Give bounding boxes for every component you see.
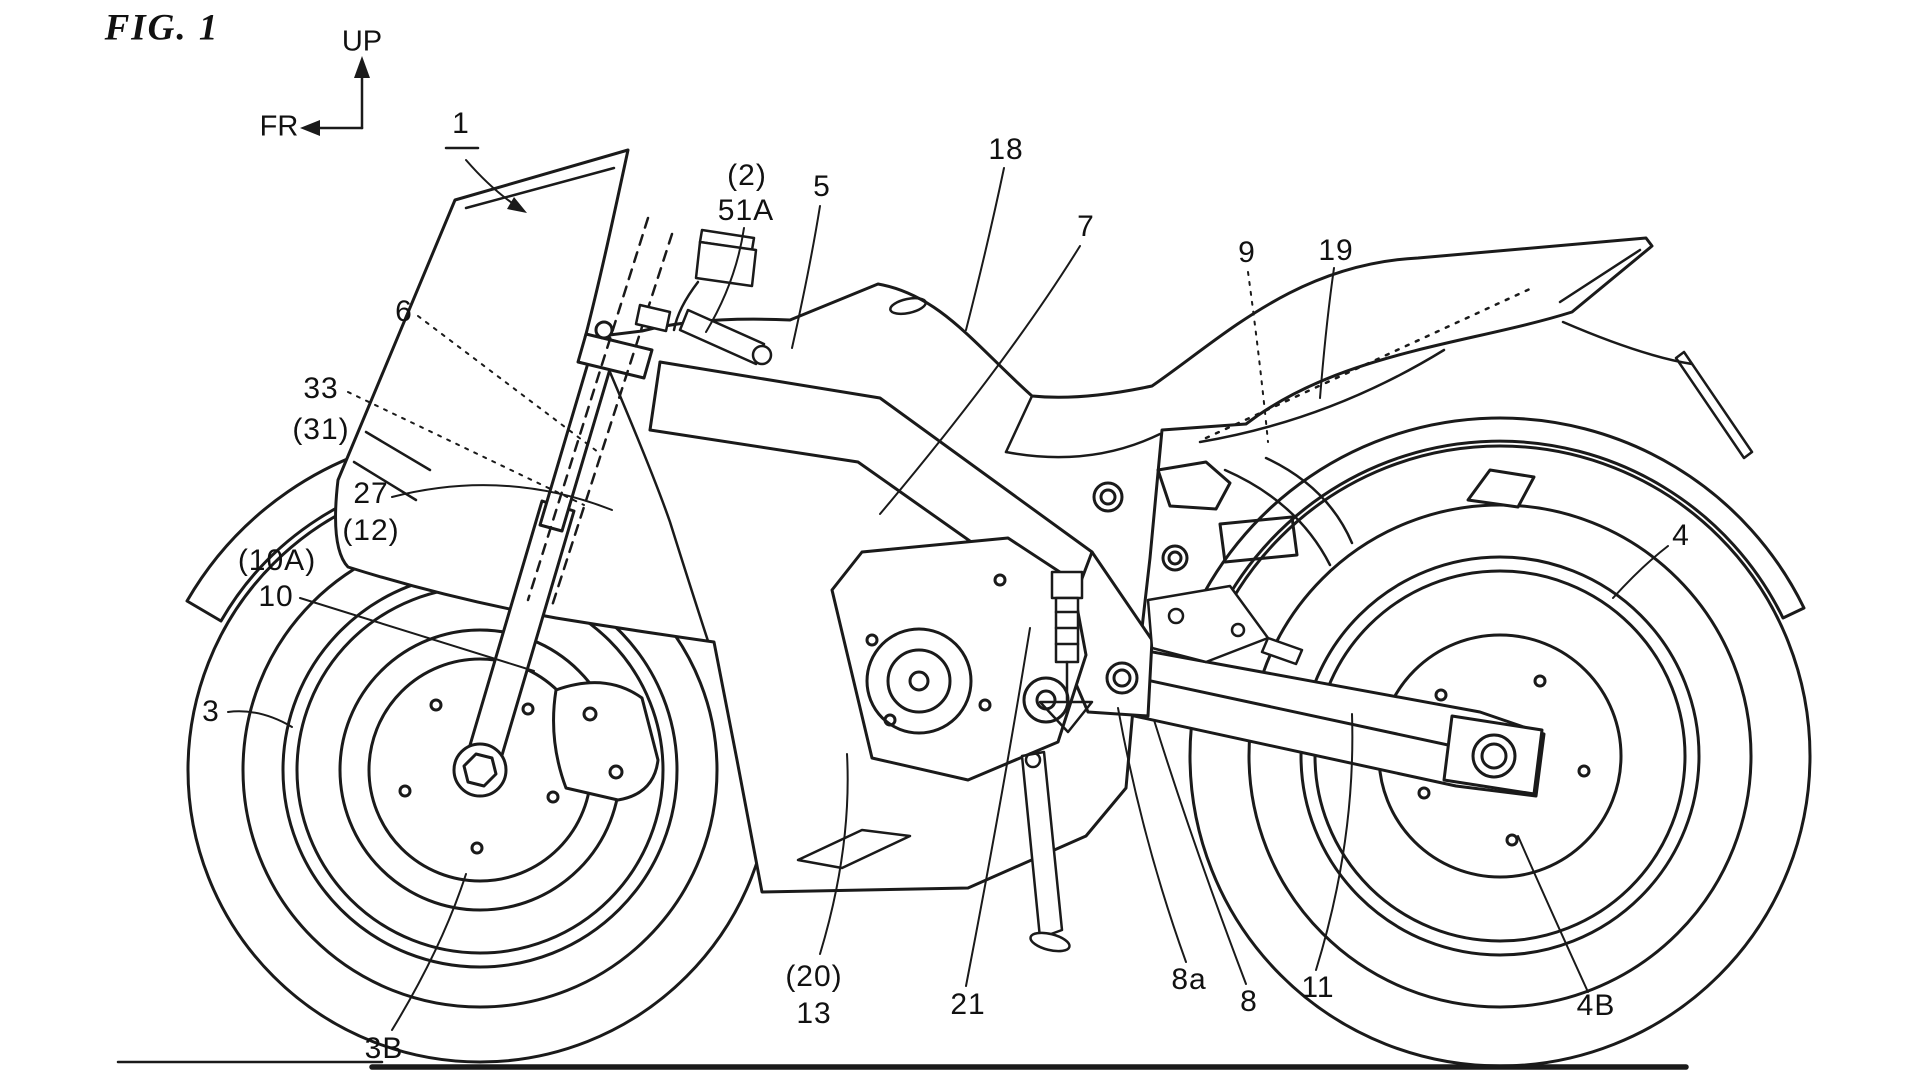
rear-axle [1471, 733, 1517, 779]
fork-top-cap [594, 320, 614, 340]
leader-4 [1612, 545, 1669, 599]
up-arrow-icon [354, 56, 370, 78]
leader-1-arrowhead [507, 197, 527, 213]
leader-13 [819, 753, 849, 955]
label-6: 6 [395, 295, 413, 328]
label-4: 4 [1672, 519, 1690, 552]
leader-19 [1319, 267, 1335, 399]
leader-4B [1517, 835, 1589, 993]
front-axle [452, 742, 508, 798]
swingarm [1114, 644, 1546, 798]
steering-axis-hidden [526, 216, 650, 602]
pivot-bolt [1105, 661, 1139, 695]
label-8a: 8a [1171, 963, 1207, 996]
bar-clamp [634, 303, 672, 333]
tail-panel-curve [1223, 468, 1332, 567]
label-10A: (10A) [237, 544, 317, 577]
label-11: 11 [1301, 971, 1335, 1004]
label-9: 9 [1238, 236, 1256, 269]
leader-6 [417, 315, 599, 453]
footpeg [1260, 636, 1304, 666]
stand-foot [1029, 931, 1071, 953]
leader-5 [791, 205, 821, 349]
brake-hose [672, 280, 700, 332]
brake-caliper [552, 681, 660, 802]
tail-tip-inner-edge [1558, 248, 1642, 304]
triple-clamp [576, 332, 654, 380]
leader-3B [391, 873, 467, 1031]
handlebar [634, 228, 773, 366]
clutch-cover [865, 627, 973, 735]
cowl-crease [596, 342, 710, 643]
footpeg-bracket [1146, 584, 1304, 666]
headlight-slit [364, 430, 432, 472]
label-20: (20) [785, 960, 843, 993]
rear-fender [1187, 416, 1806, 635]
belly-vent [796, 828, 912, 870]
shock-linkage [1038, 700, 1094, 734]
orientation-axes [300, 56, 370, 136]
bar-grip [678, 308, 766, 366]
master-cylinder [694, 240, 758, 288]
fr-axis-label: FR [259, 110, 299, 143]
leader-lines [227, 146, 1669, 1031]
side-stand [1020, 750, 1071, 953]
front-axle-nut [462, 752, 498, 788]
rear-mudflap-blade [1674, 350, 1754, 460]
sprocket-cover [1022, 676, 1070, 724]
tail-inner-line [1198, 348, 1446, 444]
leader-33 [347, 391, 585, 506]
rear-stay [1561, 320, 1694, 366]
leader-3 [227, 710, 293, 728]
label-13: 13 [796, 997, 832, 1030]
label-4B: 4B [1576, 989, 1616, 1022]
label-31: (31) [292, 413, 350, 446]
leader-10 [299, 597, 535, 672]
leader-11 [1315, 713, 1354, 971]
frame-box [1218, 515, 1299, 564]
label-33: 33 [303, 372, 339, 405]
tail-hidden-line [1204, 286, 1534, 440]
subframe-cutout [1156, 460, 1232, 511]
leader-51A [705, 227, 745, 333]
fuel-cap [889, 296, 927, 316]
label-18: 18 [988, 133, 1024, 166]
leader-8 [1153, 719, 1247, 985]
leader-9 [1247, 271, 1269, 443]
figure-title: FIG. 1 [104, 7, 220, 49]
up-axis-label: UP [341, 25, 383, 58]
leader-18 [965, 167, 1005, 331]
steering-axis-hidden [550, 232, 674, 608]
label-51A: 51A [717, 194, 775, 227]
label-7: 7 [1077, 210, 1095, 243]
ground-line [116, 1060, 1689, 1070]
label-1: 1 [452, 107, 470, 140]
seat-front-edge [1004, 394, 1034, 454]
label-19: 19 [1318, 234, 1354, 267]
label-8: 8 [1240, 985, 1258, 1018]
engine [830, 536, 1088, 782]
label-3: 3 [202, 695, 220, 728]
leader-7 [879, 245, 1081, 515]
label-5: 5 [813, 170, 831, 203]
label-10: 10 [258, 580, 294, 613]
windscreen-inner-edge [464, 166, 616, 210]
label-12: (12) [342, 514, 400, 547]
label-3B: 3B [364, 1032, 404, 1065]
fairing-details [352, 166, 1754, 870]
tail-panel-curve [1264, 456, 1354, 545]
label-27: 27 [353, 477, 389, 510]
front-fork [452, 216, 674, 802]
label-2: (2) [727, 159, 767, 192]
leader-8a [1117, 707, 1187, 963]
label-21: 21 [950, 988, 986, 1021]
leader-27 [391, 484, 613, 511]
rear-shock [1038, 570, 1094, 734]
fr-arrow-icon [300, 120, 320, 136]
leader-21 [965, 627, 1031, 987]
side-panel-edge [1004, 432, 1162, 459]
bar-end [751, 344, 773, 366]
